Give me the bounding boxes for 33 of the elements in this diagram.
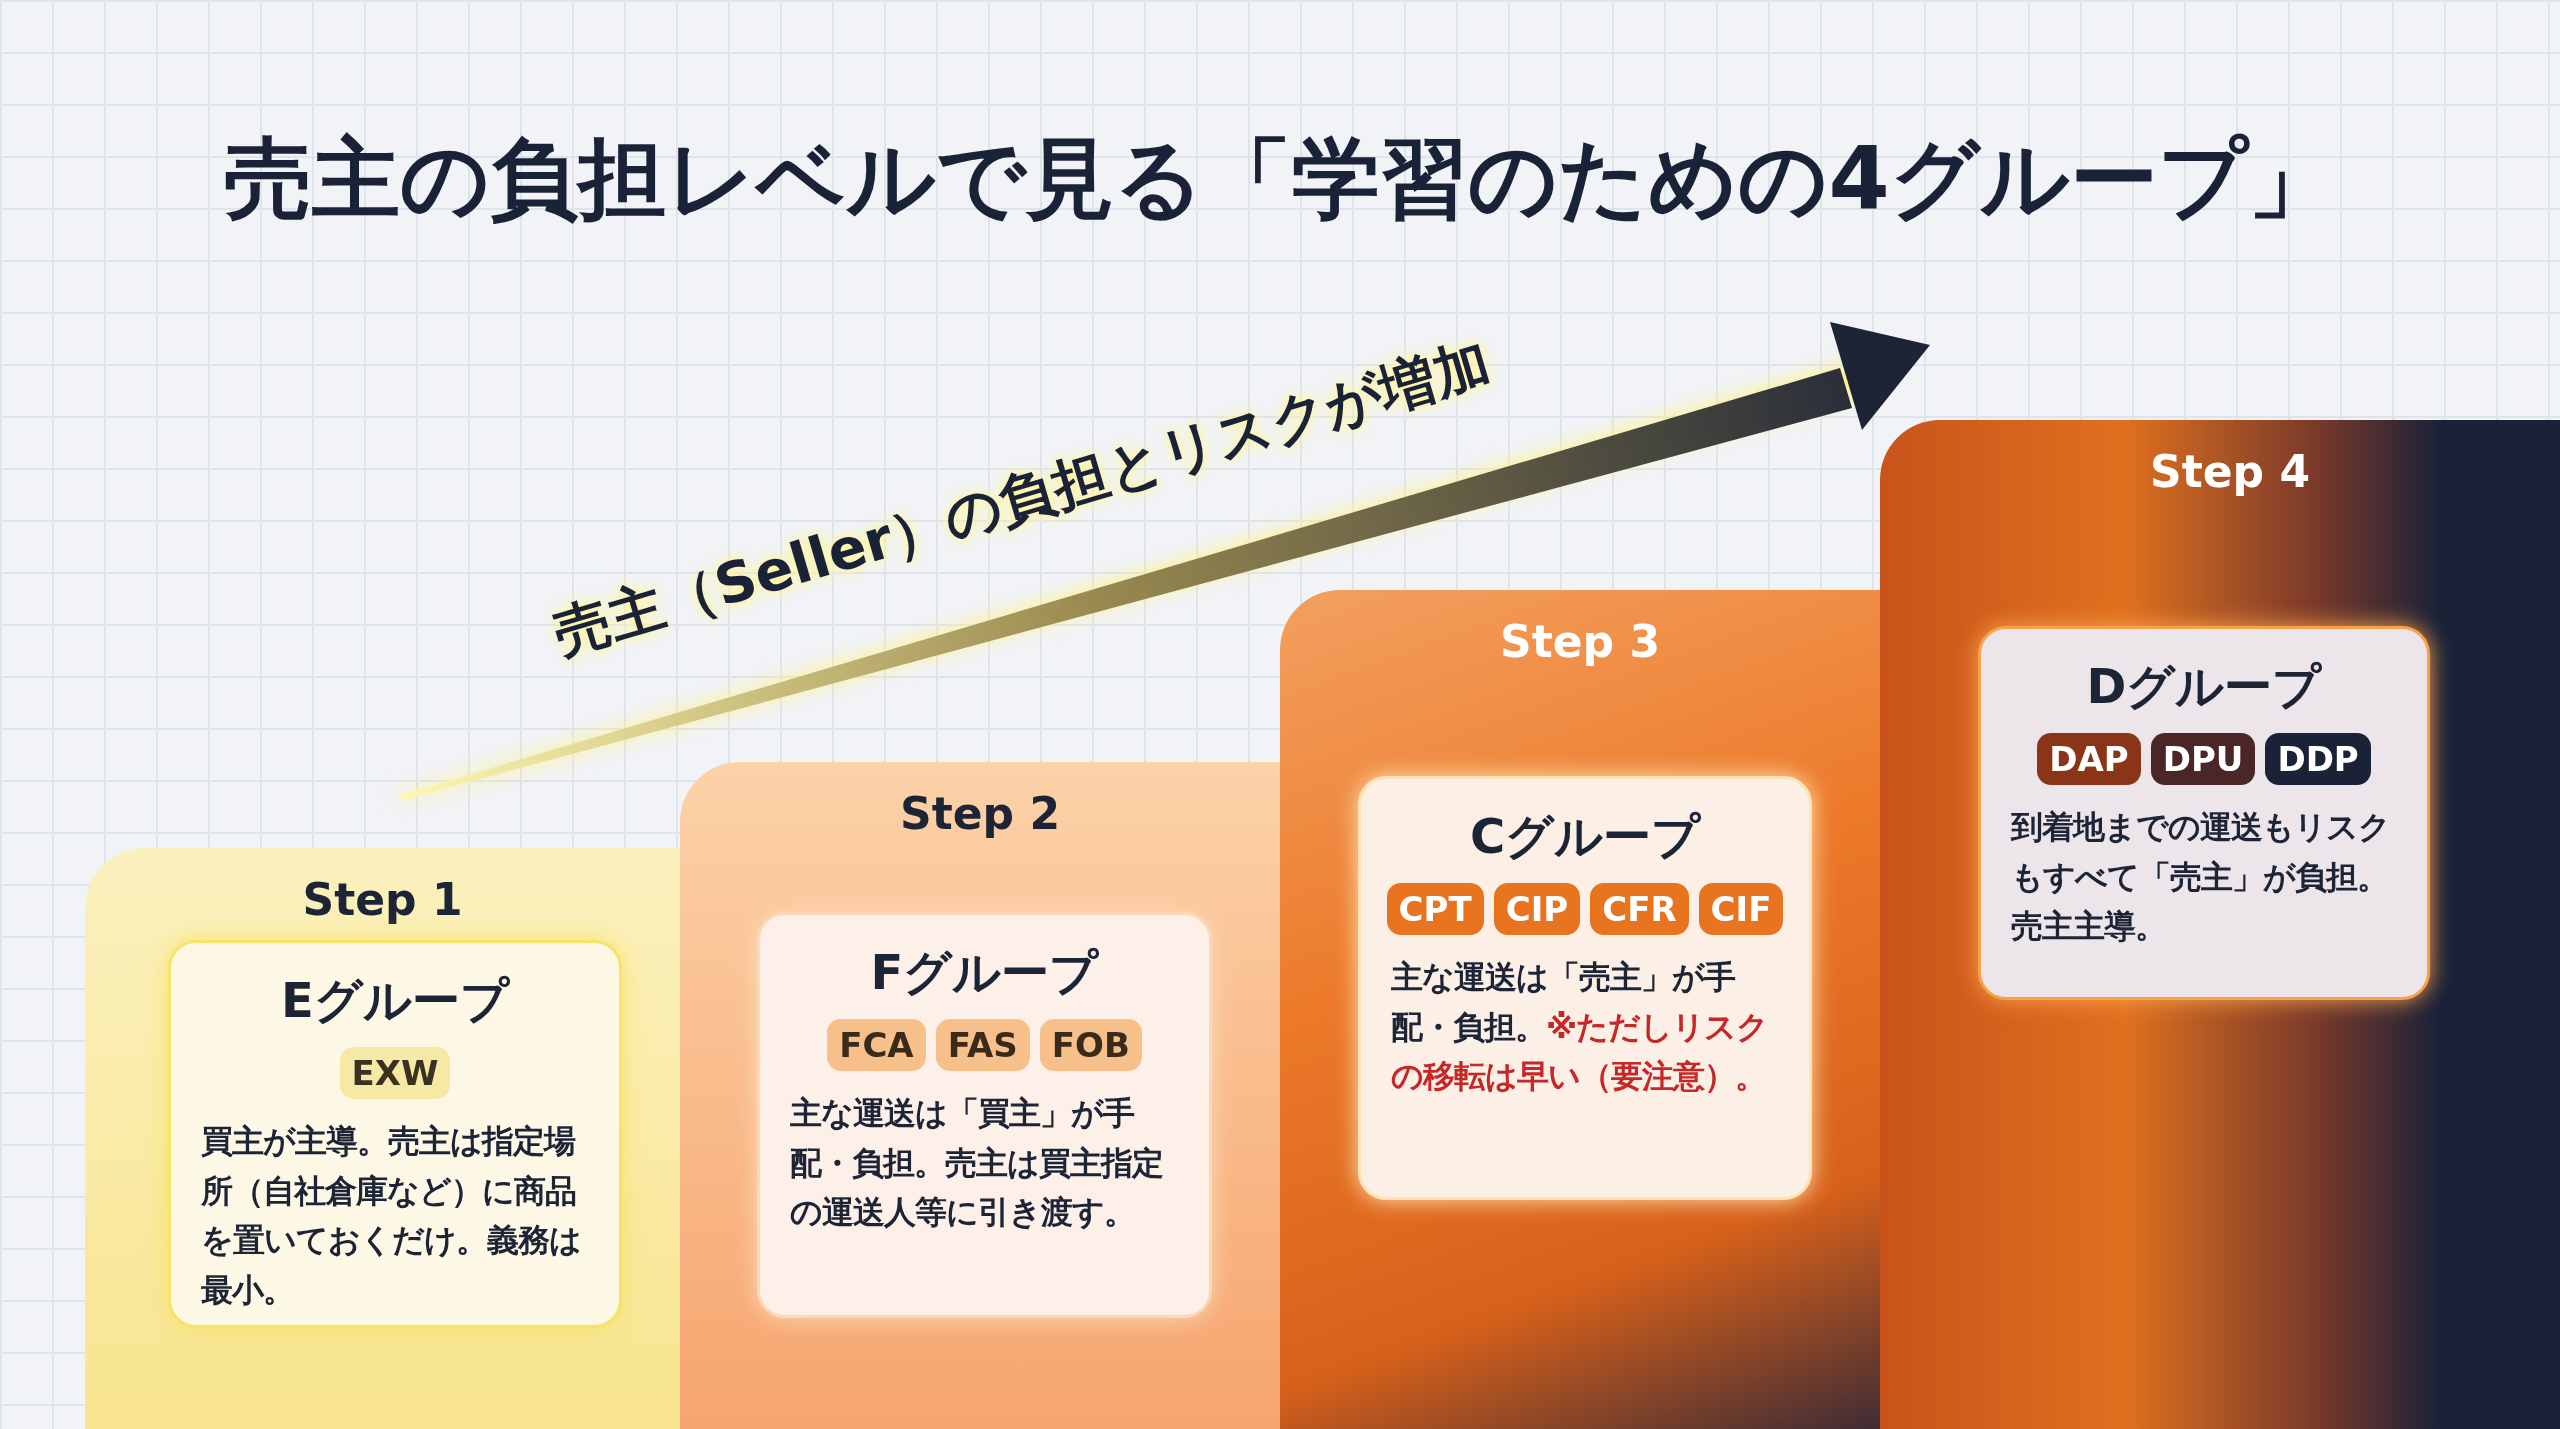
term-badge: CPT: [1386, 883, 1484, 935]
step-band: [680, 762, 1280, 1429]
step-heading: Step 1: [301, 874, 464, 925]
term-badge: DDP: [2265, 733, 2371, 785]
step-band: [1280, 590, 1880, 1429]
term-badge: FOB: [1039, 1019, 1142, 1071]
step-heading: Step 4: [2149, 446, 2311, 497]
card-body: 到着地までの運送もリスクもすべて「売主」が負担。売主主導。: [2011, 807, 2391, 948]
term-badge: CFR: [1590, 883, 1689, 935]
card-body: 主な運送は「買主」が手配・負担。売主は買主指定の運送人等に引き渡す。: [790, 1093, 1164, 1234]
card-body: 買主が主導。売主は指定場所（自社倉庫など）に商品を置いておくだけ。義務は最小。: [201, 1121, 582, 1311]
term-badge: CIP: [1493, 883, 1581, 935]
step-heading: Step 2: [899, 788, 1061, 839]
term-badge: EXW: [339, 1047, 451, 1099]
term-badge: FCA: [827, 1019, 926, 1071]
card-heading: Fグループ: [869, 943, 1100, 1002]
term-badge: FAS: [935, 1019, 1030, 1071]
term-badge: CIF: [1698, 883, 1784, 935]
card-body: 主な運送は「売主」が手配・負担。※ただしリスクの移転は早い（要注意）。: [1391, 957, 1770, 1098]
title: 売主の負担レベルで見る「学習のための4グループ」: [223, 126, 2337, 232]
term-badge: DAP: [2037, 733, 2141, 785]
step-band: [85, 848, 680, 1429]
card-heading: Eグループ: [280, 971, 511, 1030]
step-heading: Step 3: [1499, 616, 1661, 667]
group-card: [168, 940, 622, 1328]
step-band: [1880, 420, 2560, 1429]
term-badge: DPU: [2150, 733, 2256, 785]
arrow-caption: 売主（Seller）の負担とリスクが増加: [545, 328, 1499, 669]
card-heading: Cグループ: [1468, 807, 1702, 866]
group-card: [1978, 626, 2430, 1000]
group-card: [757, 912, 1212, 1318]
card-heading: Dグループ: [2085, 657, 2323, 716]
group-card: [1358, 776, 1812, 1200]
